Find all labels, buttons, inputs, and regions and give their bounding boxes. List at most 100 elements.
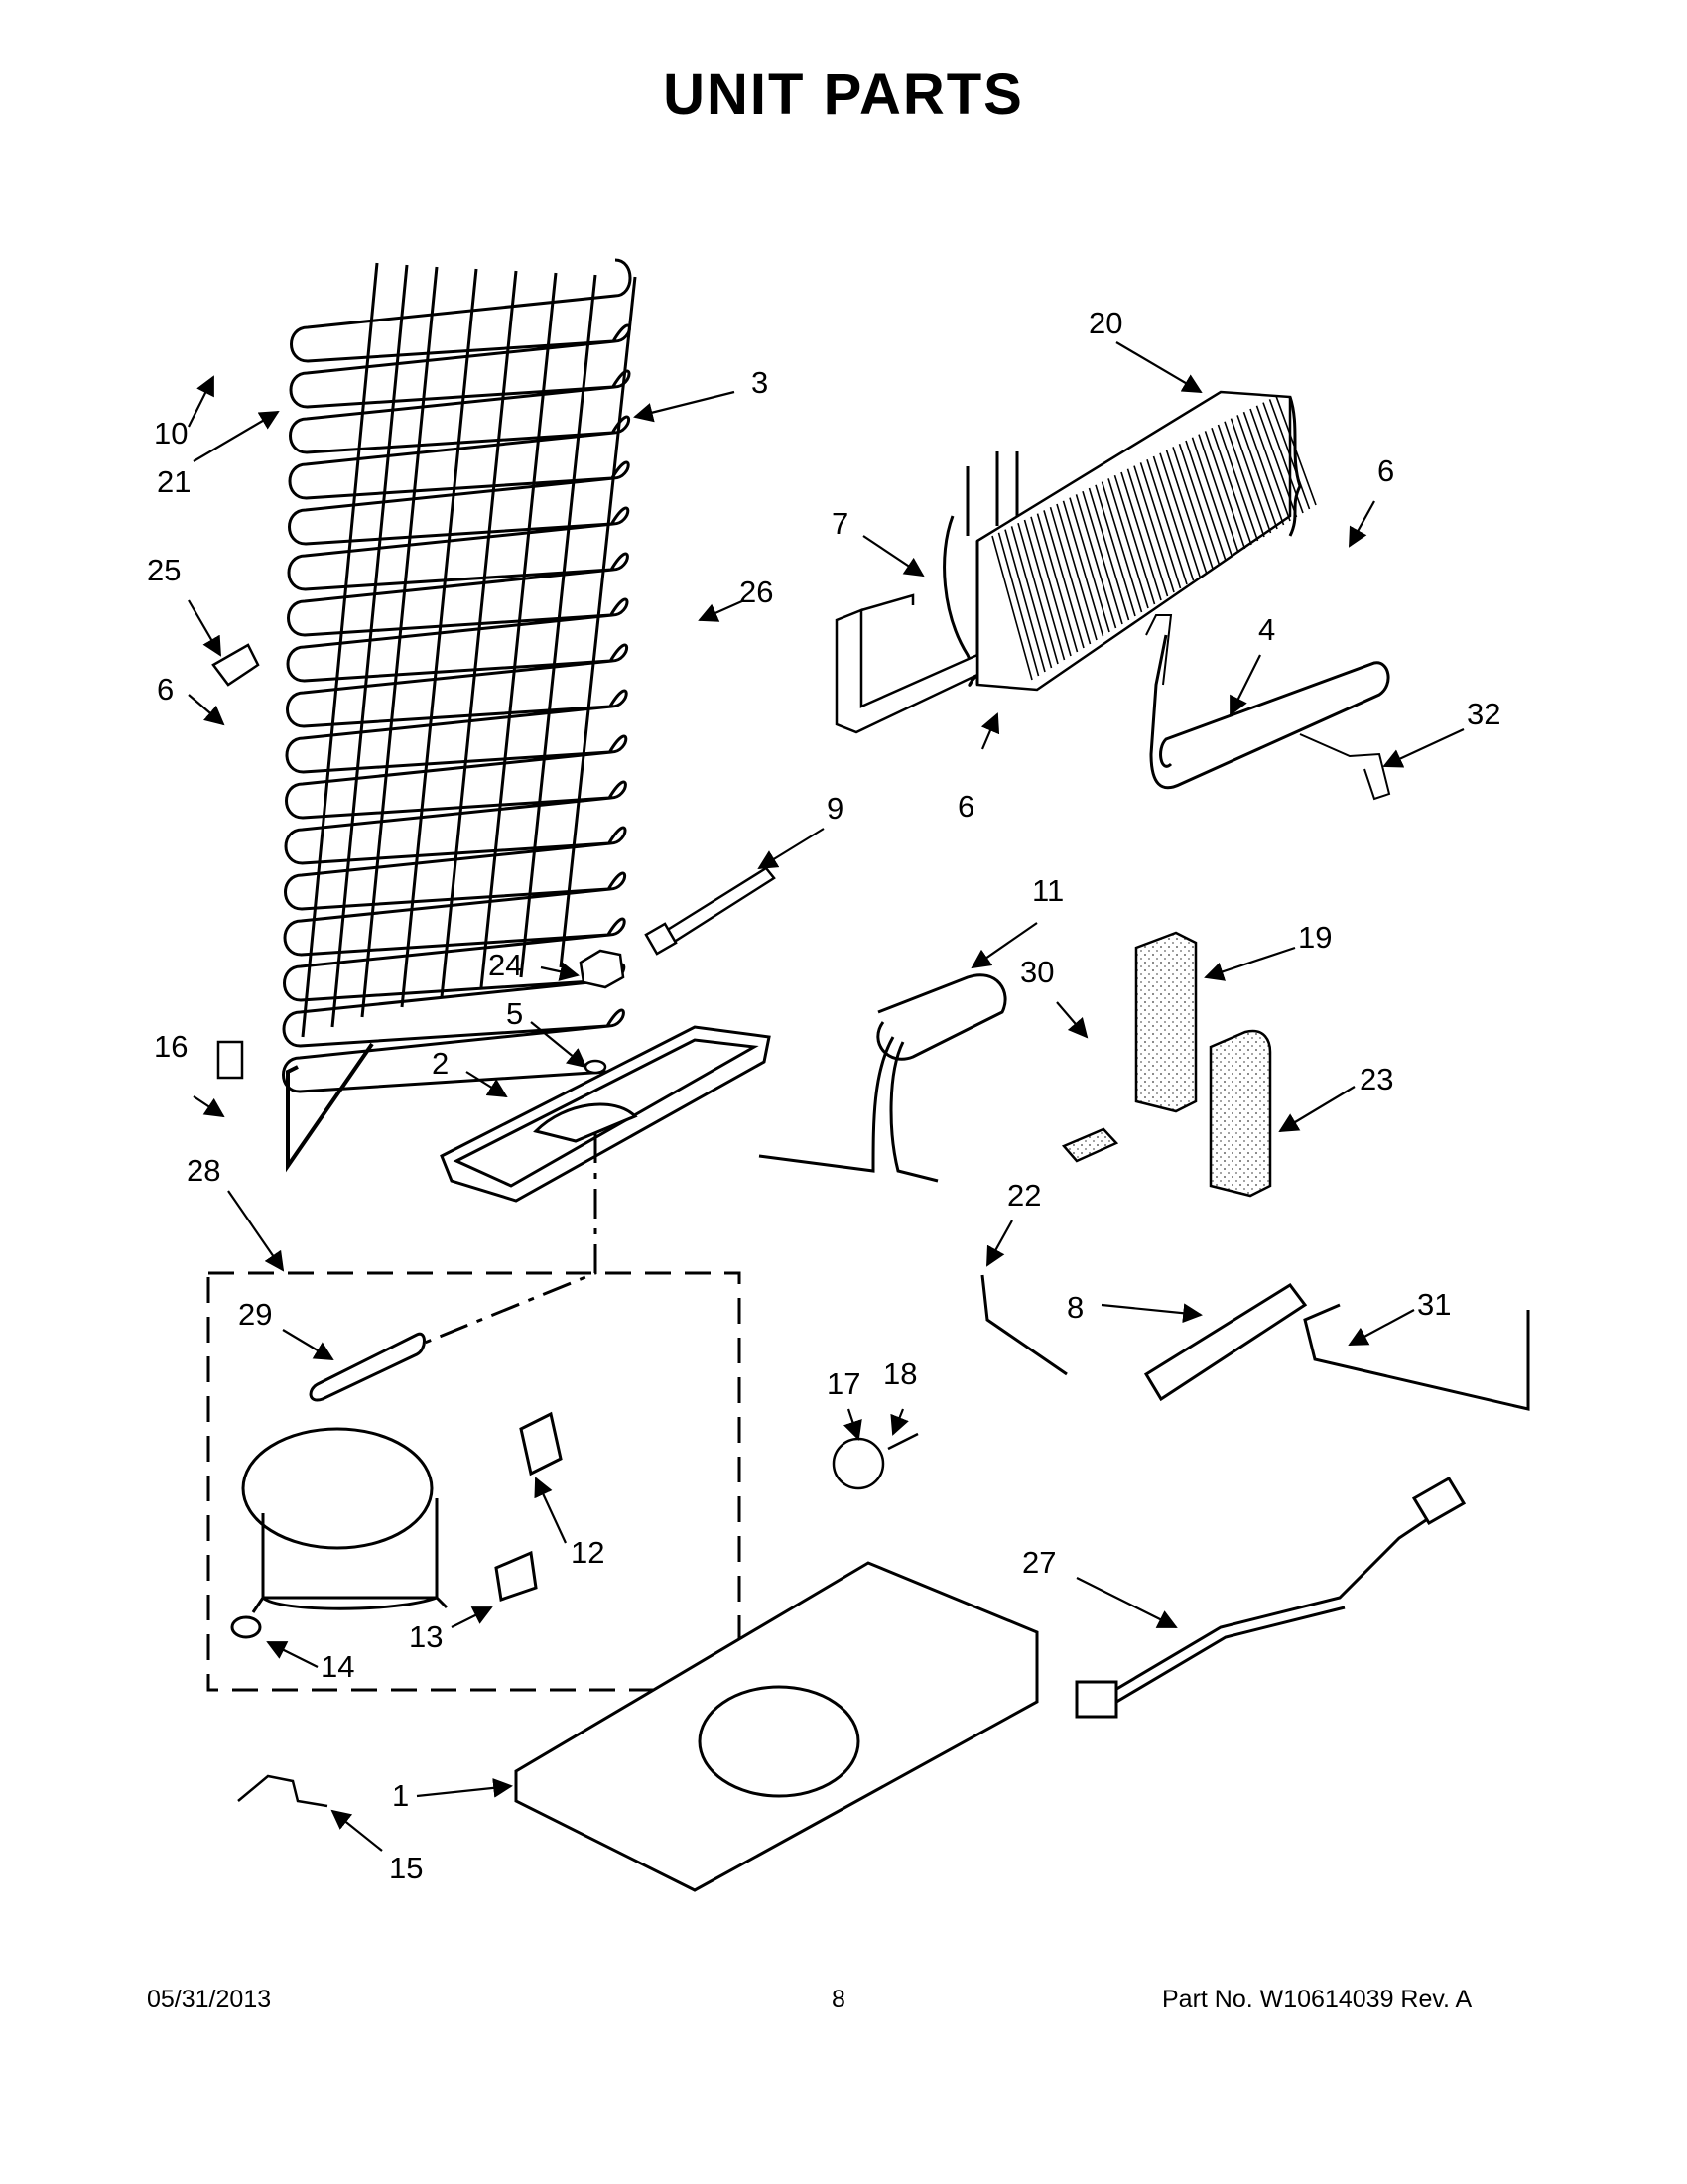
callout-5: 5	[506, 996, 523, 1031]
evaporator-fin	[1030, 516, 1072, 657]
callout-18: 18	[883, 1356, 917, 1391]
evaporator-fin	[1023, 519, 1066, 661]
evaporator-fin	[1082, 490, 1123, 625]
misc-clips	[211, 643, 328, 1808]
evaporator-fin	[1198, 434, 1239, 554]
condenser-coil	[282, 258, 637, 1173]
callout-1: 1	[392, 1778, 409, 1813]
callout-32: 32	[1467, 697, 1500, 731]
insulation-blocks	[1061, 931, 1272, 1198]
evaporator-fin	[1017, 522, 1059, 665]
evaporator-fin	[1230, 418, 1272, 534]
evaporator-fin	[1049, 506, 1092, 645]
callout-26: 26	[739, 575, 773, 609]
callout-29: 29	[238, 1297, 272, 1332]
coil-wire	[301, 262, 379, 1038]
callout-4: 4	[1258, 612, 1275, 647]
evaporator-fin	[1043, 510, 1085, 649]
callout-16: 16	[154, 1029, 188, 1064]
evaporator-fin	[1172, 447, 1214, 570]
callout-6-top: 6	[1377, 453, 1394, 488]
base-plate	[514, 1561, 1039, 1892]
coil-wire	[440, 270, 518, 998]
callout-13: 13	[409, 1619, 443, 1654]
callout-2: 2	[432, 1046, 449, 1081]
leader-arrows	[188, 341, 1465, 1852]
evaporator-fin	[991, 535, 1033, 681]
evaporator-fin	[1120, 471, 1162, 601]
evaporator-fin	[1204, 431, 1246, 550]
evaporator-fin	[1095, 484, 1136, 617]
callout-3: 3	[751, 365, 768, 400]
callout-10: 10	[154, 416, 188, 450]
evaporator-fin	[1075, 494, 1117, 629]
evaporator-fin	[1062, 500, 1104, 637]
evaporator-fin	[1101, 481, 1143, 613]
callout-19: 19	[1298, 920, 1332, 955]
evaporator-fin	[1004, 529, 1046, 673]
evaporator	[943, 390, 1317, 692]
drain-pan	[440, 1025, 771, 1203]
evaporator-fin	[1268, 399, 1311, 510]
callout-11: 11	[1032, 873, 1064, 908]
callout-6-bottom: 6	[958, 789, 974, 824]
evaporator-fin	[1113, 474, 1156, 605]
callout-23: 23	[1360, 1062, 1393, 1096]
callout-labels: 3 20 10 21 6 7 26 25 6 4 32 6 9 11 19 30…	[147, 306, 1500, 1885]
callout-20: 20	[1089, 306, 1122, 340]
callout-8: 8	[1067, 1290, 1084, 1325]
evaporator-fin	[1056, 503, 1098, 641]
evaporator-fin	[1107, 478, 1149, 609]
callout-28: 28	[187, 1153, 220, 1188]
evaporator-fin	[1191, 437, 1233, 558]
evaporator-fin	[997, 532, 1040, 677]
evaporator-fin	[1224, 421, 1265, 538]
callout-17: 17	[827, 1366, 860, 1401]
callout-7: 7	[832, 506, 848, 541]
evaporator-fin	[1139, 462, 1182, 589]
callout-24: 24	[488, 948, 522, 982]
compressor-assembly	[206, 1133, 741, 1692]
evaporator-fin	[1185, 440, 1227, 562]
callout-15: 15	[389, 1851, 423, 1885]
evaporator-fin	[1211, 427, 1252, 546]
evaporator-fin	[1133, 465, 1175, 593]
evaporator-fin	[1236, 415, 1278, 530]
evaporator-fin	[1146, 458, 1188, 585]
evaporator-bracket	[835, 593, 979, 734]
defrost-heater	[1145, 614, 1391, 801]
evaporator-fin	[1036, 513, 1079, 653]
callout-21: 21	[157, 464, 191, 499]
evaporator-fin	[1255, 405, 1298, 518]
evaporator-fin	[1010, 526, 1053, 669]
evaporator-fin	[1249, 408, 1291, 522]
callout-30: 30	[1020, 955, 1054, 989]
callout-31: 31	[1417, 1287, 1451, 1322]
callout-25: 25	[147, 553, 181, 587]
callout-14: 14	[321, 1649, 354, 1684]
evaporator-fin	[1126, 468, 1169, 597]
evaporator-fin	[1088, 487, 1130, 621]
coil-wire	[360, 266, 439, 1018]
nut-and-washer	[579, 949, 625, 1075]
cable-tie	[644, 866, 776, 956]
evaporator-fin	[1242, 411, 1285, 526]
callout-12: 12	[571, 1535, 604, 1570]
callout-9: 9	[827, 791, 844, 826]
tubing-parts	[980, 1274, 1530, 1411]
coil-wire	[400, 268, 478, 1008]
coil-wire	[519, 274, 597, 978]
page-title: UNIT PARTS	[663, 63, 1024, 127]
coil-wire	[479, 272, 558, 988]
evaporator-fin	[1178, 443, 1221, 566]
callout-27: 27	[1022, 1545, 1056, 1580]
footer-page-number: 8	[832, 1986, 845, 2013]
evaporator-fin	[1217, 424, 1259, 542]
grommet-and-screw	[832, 1432, 919, 1490]
coil-wire	[330, 264, 409, 1028]
evaporator-fin	[1069, 497, 1110, 633]
footer-part-number: Part No. W10614039 Rev. A	[1162, 1986, 1473, 2013]
tube-assembly	[758, 973, 1007, 1183]
evaporator-fin	[1165, 450, 1208, 574]
coil-wire	[559, 276, 637, 968]
